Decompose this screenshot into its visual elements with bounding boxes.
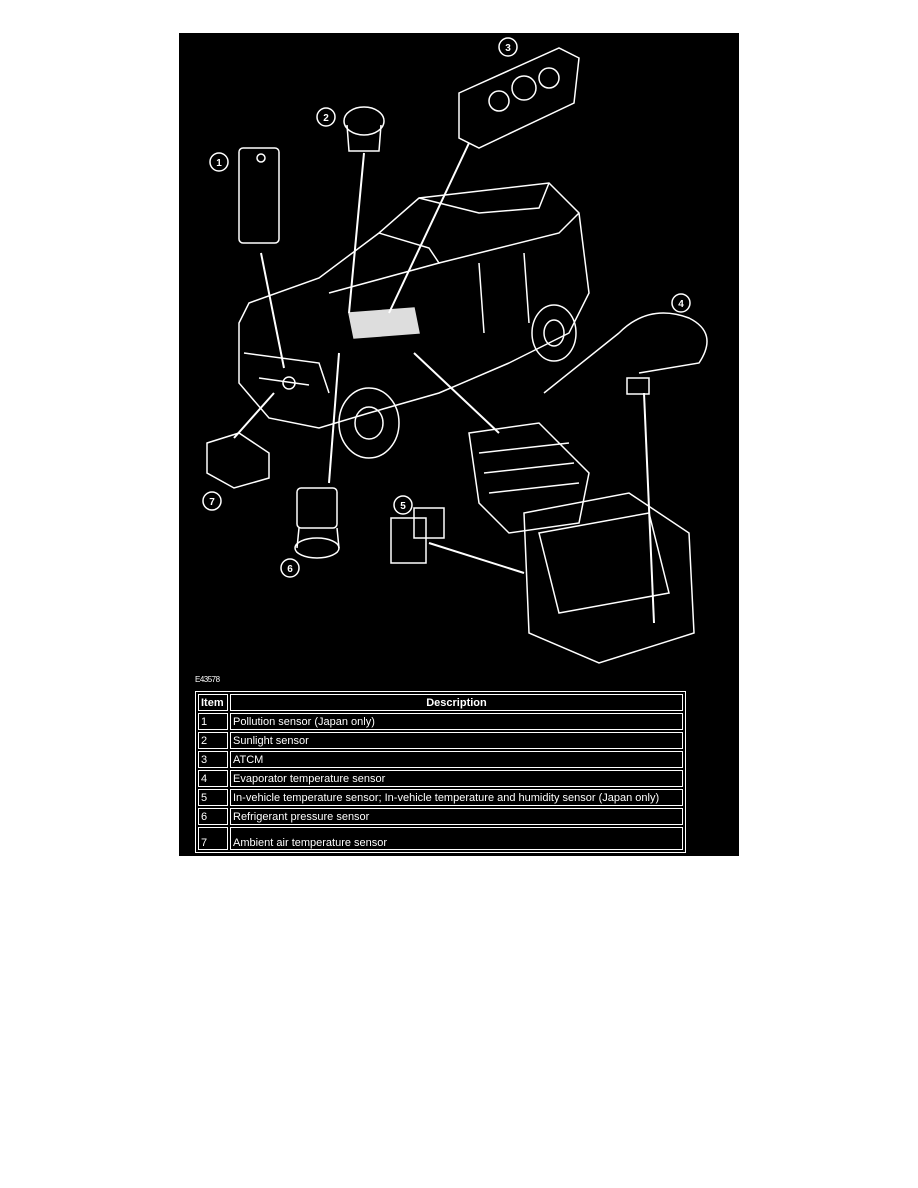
callout-3 [498, 37, 518, 57]
in-vehicle-sensor-illustration [390, 507, 445, 564]
svg-text:4: 4 [678, 299, 684, 310]
svg-text:1: 1 [216, 158, 222, 169]
svg-text:7: 7 [209, 497, 215, 508]
svg-text:2: 2 [323, 113, 329, 124]
item-number: 3 [198, 751, 228, 768]
item-description: Pollution sensor (Japan only) [230, 713, 683, 730]
callout-4 [671, 293, 691, 313]
header-item: Item [198, 694, 228, 711]
item-number: 1 [198, 713, 228, 730]
item-number: 6 [198, 808, 228, 825]
ambient-sensor-illustration [206, 432, 270, 489]
vehicle-illustration [238, 182, 590, 459]
pollution-sensor-illustration [238, 147, 280, 244]
svg-text:3: 3 [505, 43, 511, 54]
callout-6 [280, 558, 300, 578]
callout-7 [202, 491, 222, 511]
svg-text:5: 5 [400, 501, 406, 512]
leader-lines [233, 142, 655, 624]
item-description: ATCM [230, 751, 683, 768]
item-description: Ambient air temperature sensor [230, 827, 683, 850]
callout-2 [316, 107, 336, 127]
refrigerant-sensor-illustration [294, 487, 340, 559]
evaporator-sensor-illustration [543, 312, 708, 395]
item-number: 2 [198, 732, 228, 749]
item-number: 5 [198, 789, 228, 806]
item-number: 4 [198, 770, 228, 787]
item-number: 7 [198, 827, 228, 850]
item-description: Sunlight sensor [230, 732, 683, 749]
svg-text:6: 6 [287, 564, 293, 575]
component-location-diagram: 1 2 3 4 5 6 7 [202, 37, 708, 664]
atcm-illustration [458, 47, 580, 149]
header-description: Description [230, 694, 683, 711]
callout-1 [209, 152, 229, 172]
figure-code: E43578 [195, 675, 220, 684]
item-description: In-vehicle temperature sensor; In-vehicl… [230, 789, 683, 806]
hvac-unit-illustration [468, 422, 695, 664]
sunlight-sensor-illustration [343, 106, 385, 152]
item-description: Refrigerant pressure sensor [230, 808, 683, 825]
item-description: Evaporator temperature sensor [230, 770, 683, 787]
table-header-row: Item Description [198, 694, 683, 711]
callout-markers: 1 2 3 4 5 6 7 [202, 37, 691, 578]
callout-5 [393, 495, 413, 515]
